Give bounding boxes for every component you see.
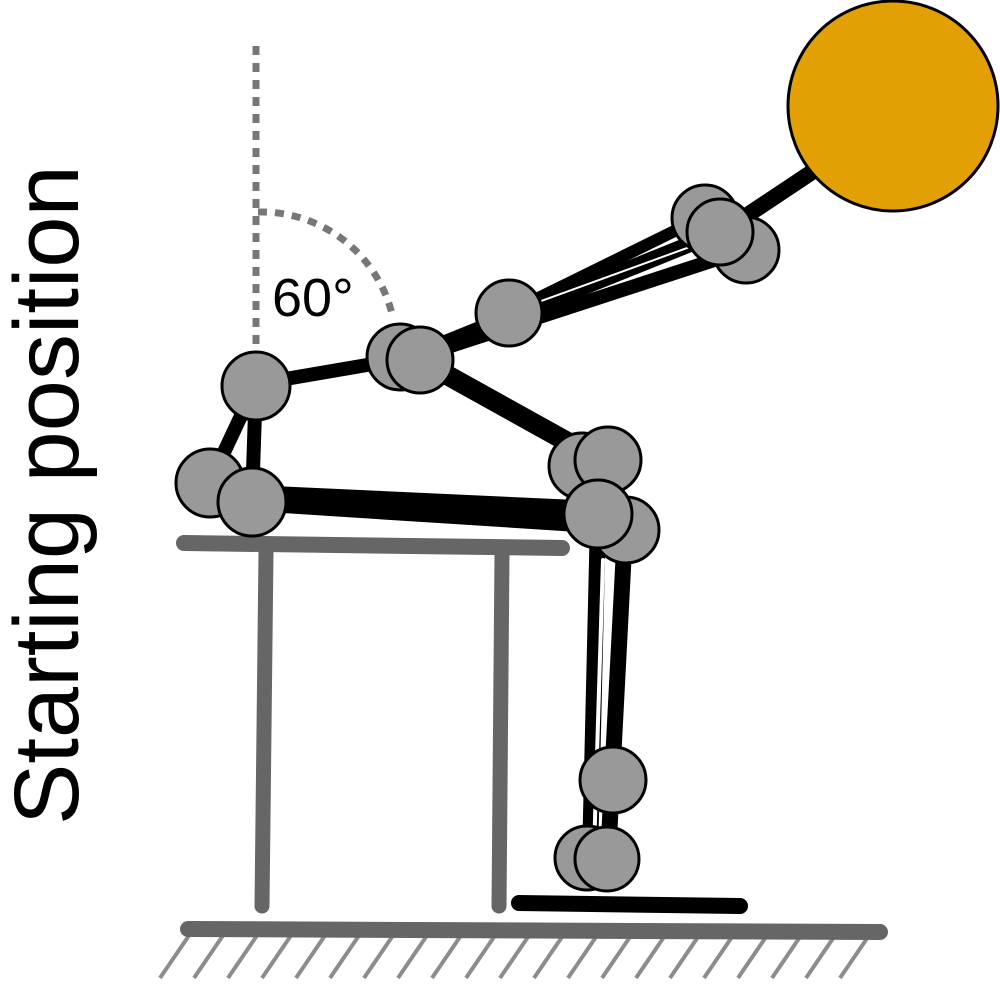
bench — [176, 535, 570, 914]
thigh-segment — [241, 485, 609, 523]
side-title: Starting position — [0, 165, 98, 825]
arm-segment-upper — [504, 210, 711, 318]
mid-trunk-joint-marker — [474, 278, 544, 348]
hip-joint-marker — [220, 350, 292, 422]
foot-plate — [511, 895, 748, 914]
shoulder-joint-marker — [685, 197, 755, 267]
trunk-upper-segment-2 — [413, 243, 752, 363]
bench-leg-right — [491, 546, 510, 914]
elbow-joint-marker-2 — [385, 325, 455, 395]
ground-hatching — [158, 932, 872, 980]
thigh-segment-2 — [245, 497, 632, 535]
bench-leg-left — [254, 544, 274, 914]
calf-joint-marker — [578, 745, 648, 815]
angle-label: 60° — [272, 268, 354, 328]
ischial-joint-marker-right — [216, 466, 288, 538]
joint-markers — [174, 183, 781, 893]
ground — [158, 921, 888, 980]
knee-joint-marker — [562, 478, 634, 550]
ground-line — [180, 921, 888, 940]
angle-guide — [252, 46, 397, 358]
bench-seat — [176, 535, 570, 556]
ankle-joint-marker — [573, 825, 641, 893]
head — [786, 0, 1000, 213]
angle-arc — [257, 208, 397, 319]
